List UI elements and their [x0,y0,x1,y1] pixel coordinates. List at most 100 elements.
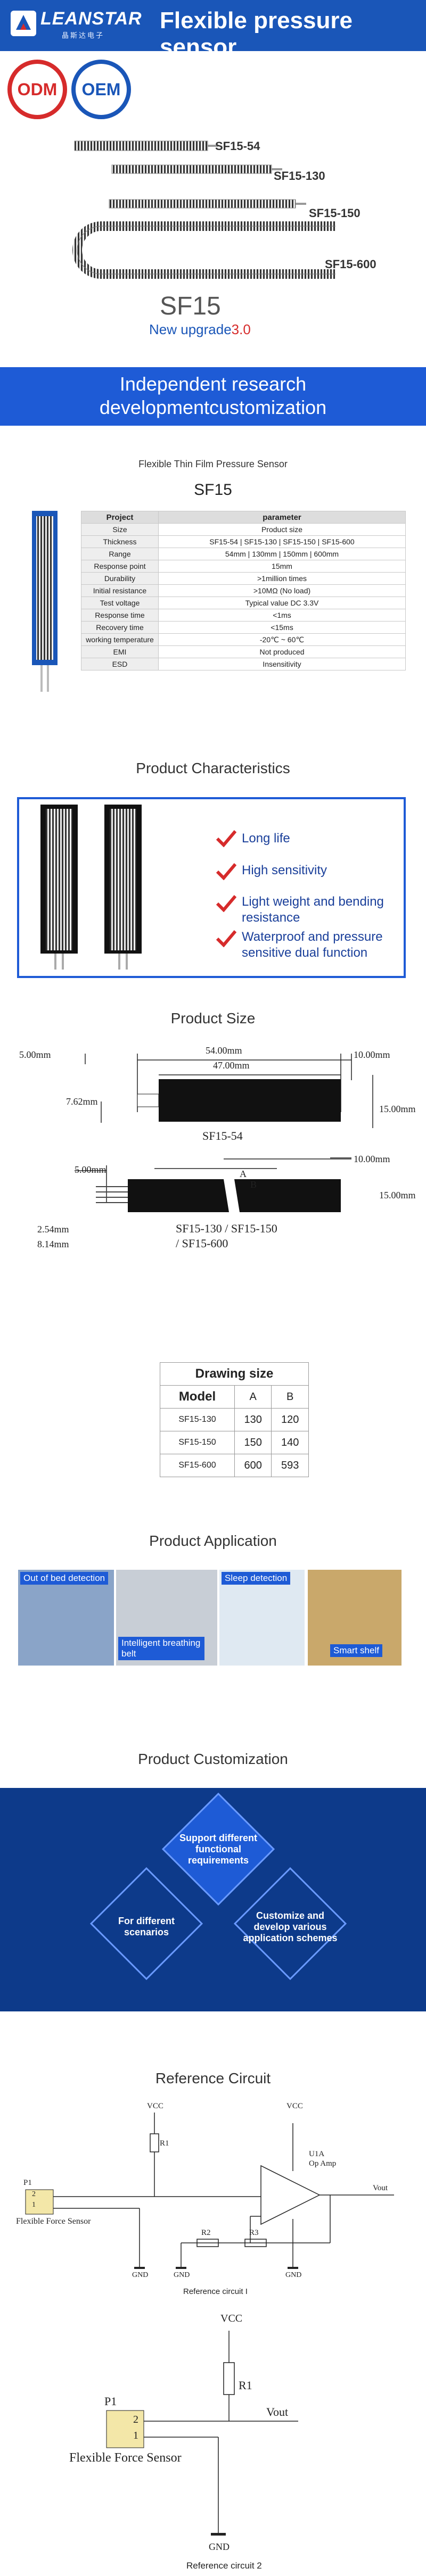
resistor-label: R1 [239,2379,252,2392]
sensor-label: Flexible Force Sensor [16,2217,91,2226]
table-cell: >1million times [158,572,406,585]
feature-item: Long life [242,831,290,846]
characteristics-box: Long life High sensitivity Light weight … [17,797,406,978]
banner-line-1: Independent research [119,373,307,395]
app-image-bed [18,1570,114,1666]
dim-tail: 10.00mm [354,1049,390,1060]
table-cell: SF15-54 | SF15-130 | SF15-150 | SF15-600 [158,535,406,548]
dim-left: 5.00mm [75,1164,106,1175]
table-cell: 130 [234,1408,272,1431]
gnd-label: GND [209,2541,230,2552]
circuit-caption: Reference circuit 2 [186,2561,262,2571]
application-title: Product Application [149,1533,277,1549]
table-header-cell: B [271,1385,309,1409]
logo-mark-icon [11,11,36,36]
pin-label: 1 [32,2201,36,2209]
circuit-2-diagram [106,2331,298,2536]
drawing-label: / SF15-600 [176,1237,228,1250]
table-header-cell: Model [160,1385,235,1409]
table-cell: <15ms [158,621,406,634]
app-image-sleep [219,1570,305,1666]
check-icon [216,930,236,947]
vcc-label: VCC [147,2102,163,2110]
dim-pitch: 8.14mm [37,1239,69,1249]
table-cell: 593 [271,1454,309,1477]
resistor-label: R2 [201,2229,211,2237]
dim-inner: 47.00mm [213,1060,250,1071]
sensor-label: SF15-150 [309,206,361,220]
characteristics-title: Product Characteristics [136,760,290,776]
banner-text: Independent research developmentcustomiz… [0,372,426,419]
app-tag: Out of bed detection [20,1572,109,1585]
table-label: Initial resistance [81,584,159,597]
drawing-label: SF15-130 / SF15-150 [176,1222,277,1235]
leanstar-logo: LEANSTAR 晶斯达电子 [9,5,158,44]
vcc-label: VCC [220,2313,243,2324]
sensor-label: Flexible Force Sensor [69,2451,182,2465]
gnd-label: GND [132,2271,149,2279]
table-header-cell: parameter [158,511,406,524]
table-label: Recovery time [81,621,159,634]
table-cell: Product size [158,523,406,536]
table-cell: >10MΩ (No load) [158,584,406,597]
sensor-label: SF15-54 [215,139,260,153]
part-label: P1 [104,2395,117,2408]
table-label: Range [81,548,159,560]
feature-item: High sensitivity [242,863,327,877]
pin-label: 2 [32,2190,36,2198]
table-cell: SF15-600 [160,1454,235,1477]
table-header-cell: A [234,1385,272,1409]
table-label: Thickness [81,535,159,548]
dim-total: 54.00mm [206,1045,242,1056]
sensor-label: SF15-130 [274,169,325,183]
check-icon [216,830,236,847]
gnd-label: GND [285,2271,302,2279]
pin-label: 2 [133,2414,138,2425]
table-label: ESD [81,658,159,670]
dim-a: A [240,1169,247,1179]
table-cell: Typical value DC 3.3V [158,597,406,609]
logo-text: LEANSTAR [40,9,142,29]
custom-item: Customize and develop various applicatio… [243,1910,338,1943]
upgrade-text: New upgrade [149,321,232,337]
app-tag: Intelligent breathing belt [118,1637,204,1660]
odm-badge: ODM [7,60,67,119]
app-tag: Smart shelf [330,1644,382,1657]
opamp-id: U1A [309,2150,325,2158]
model-upgrade: New upgrade3.0 [149,321,251,338]
dim-left: 5.00mm [19,1049,51,1060]
dim-height: 7.62mm [66,1096,98,1107]
custom-item: For different scenarios [118,1916,175,1937]
pin-label: 1 [133,2430,138,2441]
check-icon [216,895,236,912]
upgrade-version: 3.0 [231,321,251,337]
table-cell: SF15-150 [160,1431,235,1454]
page-title: Flexible pressure sensor [160,7,353,60]
table-label: Durability [81,572,159,585]
gnd-label: GND [174,2271,190,2279]
feature-item: Waterproof and pressure sensitive dual f… [242,930,383,960]
table-header-cell: Project [81,511,159,524]
resistor-label: R1 [160,2139,169,2148]
logo-subtitle: 晶斯达电子 [62,31,105,39]
table-label: working temperature [81,633,159,646]
sensor-label: SF15-600 [325,258,376,271]
dim-b: B [250,1179,257,1190]
table-cell: Not produced [158,645,406,658]
model-name: SF15 [160,292,221,320]
dim-width: 15.00mm [379,1104,416,1114]
table-label: Response point [81,560,159,573]
table-cell: 54mm | 130mm | 150mm | 600mm [158,548,406,560]
dim-width: 15.00mm [379,1190,416,1200]
table-cell: Insensitivity [158,658,406,670]
customization-title: Product Customization [138,1751,288,1767]
part-label: P1 [23,2179,32,2187]
table-cell: 140 [271,1431,309,1454]
table-cell: <1ms [158,609,406,622]
table-title: Drawing size [160,1362,309,1386]
header-bar: LEANSTAR 晶斯达电子 Flexible pressure sensor [0,0,426,60]
circuit-caption: Reference circuit I [183,2287,248,2296]
table-label: Response time [81,609,159,622]
